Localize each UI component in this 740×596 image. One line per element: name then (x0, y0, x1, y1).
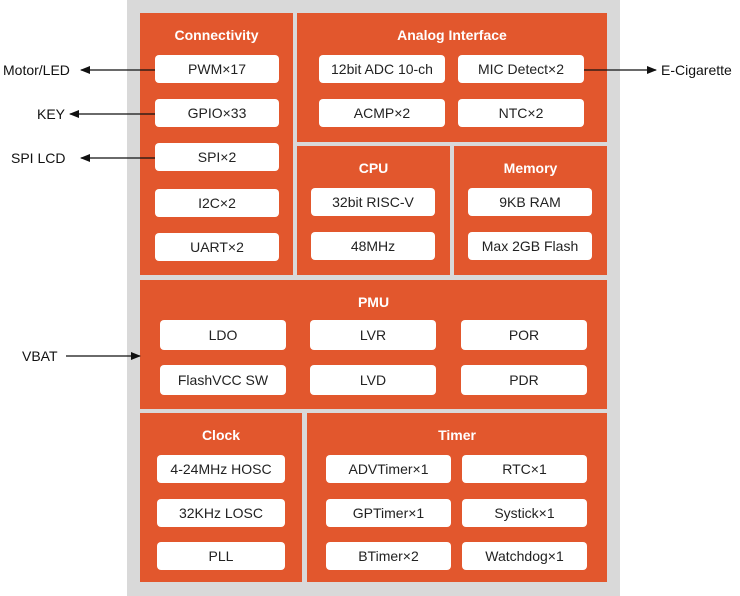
pmu-block: PMU LDO LVR POR FlashVCC SW LVD PDR (140, 280, 607, 409)
key-label: KEY (37, 106, 66, 122)
pwm-item: PWM×17 (155, 55, 279, 83)
memory-block: Memory 9KB RAM Max 2GB Flash (454, 146, 607, 275)
connectivity-title: Connectivity (174, 27, 259, 43)
spi-lcd-label: SPI LCD (11, 150, 66, 166)
flashvcc-sw-item: FlashVCC SW (160, 365, 286, 395)
clock-speed-item: 48MHz (311, 232, 435, 260)
pll-item: PLL (157, 542, 285, 570)
adc-item: 12bit ADC 10-ch (319, 55, 445, 83)
lvd-item: LVD (310, 365, 436, 395)
mic-detect-item: MIC Detect×2 (458, 55, 584, 83)
timer-title: Timer (438, 427, 476, 443)
cpu-block: CPU 32bit RISC-V 48MHz (297, 146, 450, 275)
advtimer-item: ADVTimer×1 (326, 455, 451, 483)
pmu-title: PMU (357, 294, 390, 310)
analog-interface-block: Analog Interface 12bit ADC 10-ch MIC Det… (297, 13, 607, 142)
systick-item: Systick×1 (462, 499, 587, 527)
motor-led-label: Motor/LED (3, 62, 70, 78)
spi-item: SPI×2 (155, 143, 279, 171)
hosc-item: 4-24MHz HOSC (157, 455, 285, 483)
lvr-item: LVR (310, 320, 436, 350)
btimer-item: BTimer×2 (326, 542, 451, 570)
timer-block: Timer ADVTimer×1 RTC×1 GPTimer×1 Systick… (307, 413, 607, 582)
rtc-item: RTC×1 (462, 455, 587, 483)
e-cigarette-label: E-Cigarette (661, 62, 732, 78)
analog-interface-title: Analog Interface (397, 27, 507, 43)
gpio-item: GPIO×33 (155, 99, 279, 127)
pdr-item: PDR (461, 365, 587, 395)
cpu-title: CPU (358, 160, 389, 176)
ldo-item: LDO (160, 320, 286, 350)
i2c-item: I2C×2 (155, 189, 279, 217)
flash-item: Max 2GB Flash (468, 232, 592, 260)
watchdog-item: Watchdog×1 (462, 542, 587, 570)
por-item: POR (461, 320, 587, 350)
connectivity-block: Connectivity PWM×17 GPIO×33 SPI×2 I2C×2 … (140, 13, 293, 275)
uart-item: UART×2 (155, 233, 279, 261)
risc-v-item: 32bit RISC-V (311, 188, 435, 216)
ntc-item: NTC×2 (458, 99, 584, 127)
clock-block: Clock 4-24MHz HOSC 32KHz LOSC PLL (140, 413, 302, 582)
acmp-item: ACMP×2 (319, 99, 445, 127)
gptimer-item: GPTimer×1 (326, 499, 451, 527)
vbat-label: VBAT (22, 348, 58, 364)
memory-title: Memory (503, 160, 558, 176)
losc-item: 32KHz LOSC (157, 499, 285, 527)
ram-item: 9KB RAM (468, 188, 592, 216)
clock-title: Clock (201, 427, 241, 443)
